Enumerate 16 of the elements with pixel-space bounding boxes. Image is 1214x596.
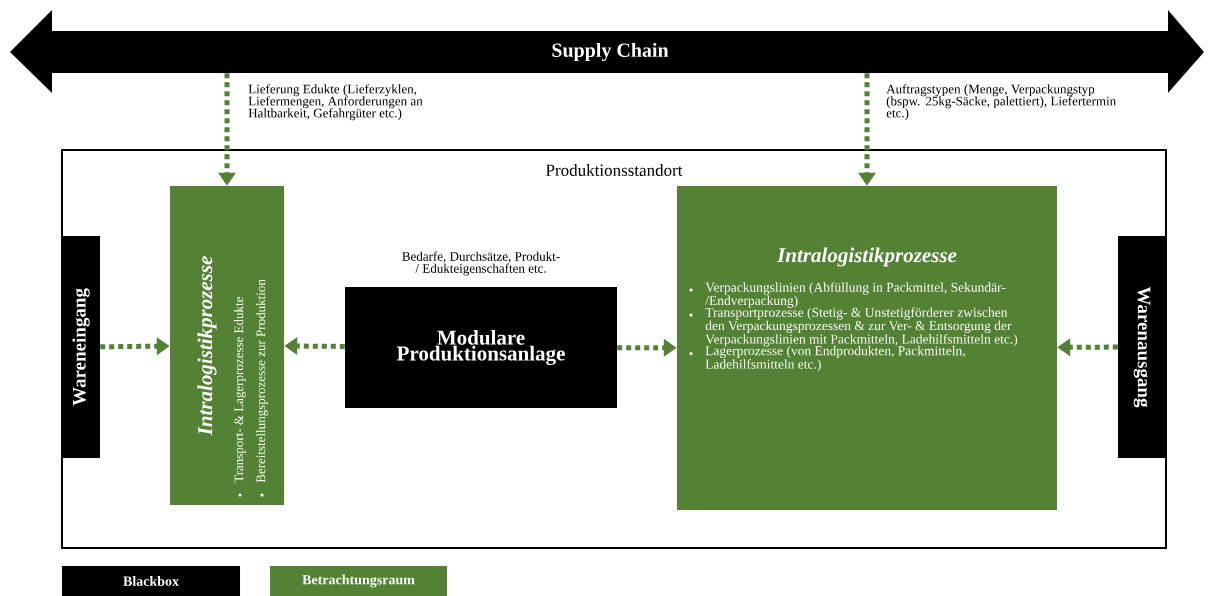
legend-label: Betrachtungsraum [302, 574, 415, 588]
note-text: Bedarfe, Durchsätze, Produkt-/ Edukteigenschaften etc. [402, 251, 560, 276]
blackbox: Modulare Produktionsanlage [345, 287, 617, 408]
bullet-item: Verpackungslinien (Abfüllung in Packmittel, Sekundär-/Endverpackung) [689, 282, 1006, 308]
label-box: Warenausgang [1118, 236, 1166, 458]
arrow-title: Supply Chain [552, 42, 669, 62]
edge-label: Auftragstypen (Menge, Verpackungstyp (bspw. 25kg-Säcke, palettiert), Liefertermin etc.) [886, 84, 1116, 121]
box-heading: Intralogistikprozesse [197, 256, 217, 436]
bullet-item: Lagerprozesse (von Endprodukten, Packmitteln, Ladehilfsmitteln etc.) [689, 345, 965, 372]
edge-label: Lieferung Edukte (Lieferzyklen, Liefermengen, Anforderungen an Haltbarkeit, Gefahrgüter etc.) [248, 84, 423, 121]
frame-title: Produktionsstandort [546, 164, 683, 176]
box-heading: Intralogistikprozesse [776, 247, 957, 267]
bullet-item: Bereitstellungsprozesse zur Produktion [256, 279, 268, 497]
bullet-item: Transport- & Lagerprozesse Edukte [234, 297, 246, 497]
label-box: Wareneingang [62, 236, 100, 458]
legend-label: Blackbox [123, 576, 179, 586]
